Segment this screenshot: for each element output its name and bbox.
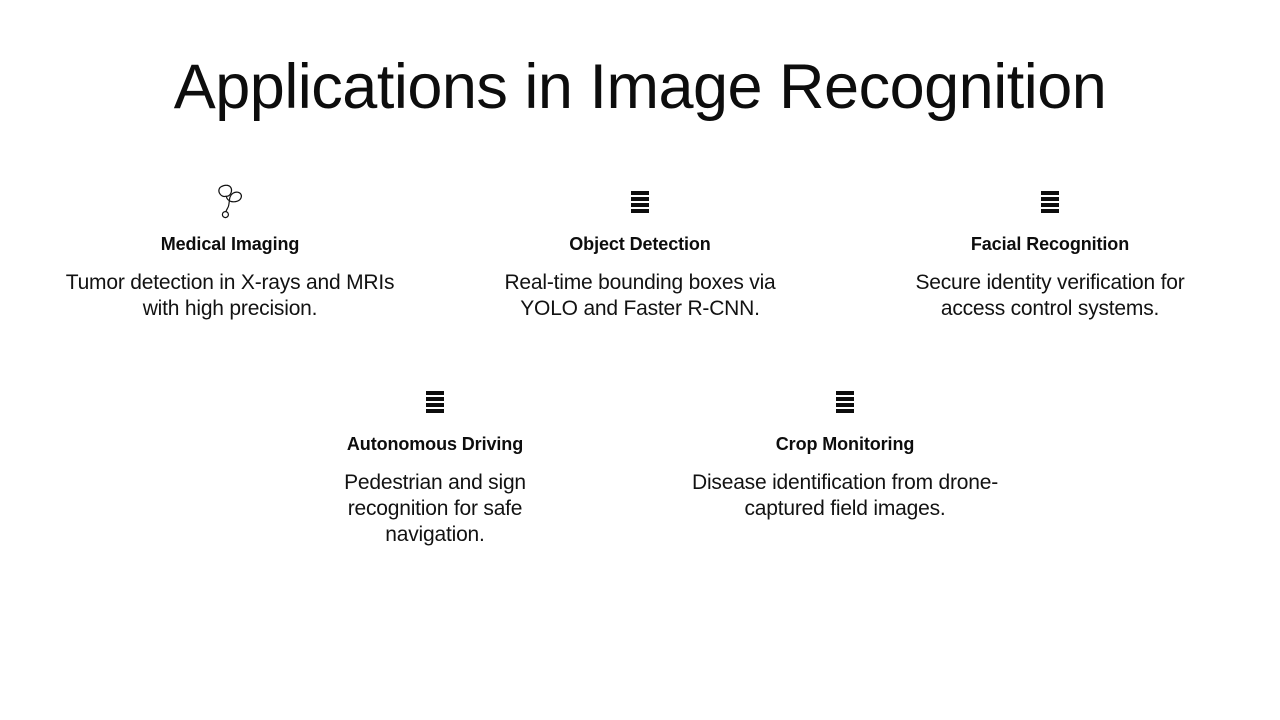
card-body: Pedestrian and sign recognition for safe… (344, 471, 526, 546)
feature-card-medical-imaging[interactable]: Medical Imaging Tumor detection in X-ray… (25, 180, 435, 322)
feature-card-grid: Medical Imaging Tumor detection in X-ray… (24, 180, 1256, 548)
feature-card-facial-recognition[interactable]: Facial Recognition Secure identity verif… (845, 180, 1255, 322)
card-body: Tumor detection in X-rays and MRIs with … (65, 271, 395, 320)
card-body: Secure identity verification for access … (915, 271, 1185, 320)
feature-card-crop-monitoring[interactable]: Crop Monitoring Disease identification f… (640, 380, 1050, 548)
missing-glyph-icon (426, 380, 444, 424)
missing-glyph-icon (631, 180, 649, 224)
feature-card-autonomous-driving[interactable]: Autonomous Driving Pedestrian and sign r… (230, 380, 640, 548)
stethoscope-icon (216, 180, 244, 224)
card-body: Real-time bounding boxes via YOLO and Fa… (504, 271, 776, 320)
card-body: Disease identification from drone-captur… (691, 471, 999, 520)
missing-glyph-icon (836, 380, 854, 424)
card-heading: Autonomous Driving (346, 434, 524, 454)
page-title: Applications in Image Recognition (173, 52, 1107, 122)
card-heading: Medical Imaging (160, 234, 300, 254)
missing-glyph-icon (1041, 180, 1059, 224)
card-heading: Facial Recognition (970, 234, 1130, 254)
feature-card-object-detection[interactable]: Object Detection Real-time bounding boxe… (435, 180, 845, 322)
card-heading: Object Detection (569, 234, 711, 254)
card-heading: Crop Monitoring (775, 434, 915, 454)
